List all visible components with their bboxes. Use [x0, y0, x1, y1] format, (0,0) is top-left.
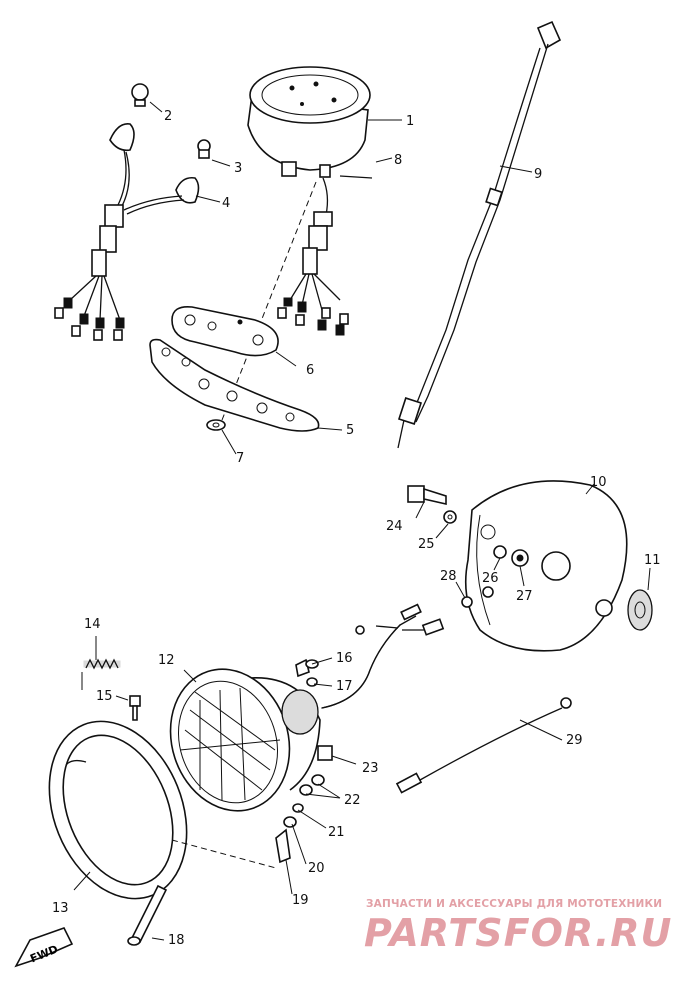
leader-lines [73, 101, 651, 941]
watermark-brand: PARTSFOR.RU [364, 911, 672, 955]
callout-6: 6 [306, 363, 314, 378]
speedometer-cable [397, 20, 562, 449]
cable-29 [395, 697, 572, 794]
callout-14: 14 [84, 617, 101, 632]
rim-screw-18 [127, 884, 168, 946]
grommet-11 [627, 589, 653, 631]
callout-1: 1 [406, 114, 414, 129]
meter-bracket-6 [171, 305, 279, 357]
callout-20: 20 [308, 861, 325, 876]
screw-15 [129, 695, 141, 721]
watermark: ЗАПЧАСТИ И АКСЕССУАРЫ ДЛЯ МОТОТЕХНИКИ PA… [364, 898, 672, 955]
spring-14 [81, 658, 121, 690]
callout-4: 4 [222, 196, 230, 211]
watermark-tagline: ЗАПЧАСТИ И АКСЕССУАРЫ ДЛЯ МОТОТЕХНИКИ [366, 898, 662, 910]
headlight-pigtail [321, 603, 445, 709]
headlight-shell [464, 480, 628, 652]
callout-labels: 1 2 3 4 5 6 7 8 9 10 11 12 13 14 15 16 1… [52, 109, 661, 948]
center-line-2 [171, 839, 277, 869]
callout-18: 18 [168, 933, 185, 948]
fwd-arrow: FWD [14, 927, 74, 968]
callout-8: 8 [394, 153, 402, 168]
callout-22: 22 [344, 793, 361, 808]
callout-9: 9 [534, 167, 542, 182]
indicator-bulbs [131, 83, 211, 159]
callout-19: 19 [292, 893, 309, 908]
speedometer-pigtail [277, 177, 349, 336]
callout-2: 2 [164, 109, 172, 124]
callout-26: 26 [482, 571, 499, 586]
callout-24: 24 [386, 519, 403, 534]
speedometer [247, 66, 371, 178]
callout-10: 10 [590, 475, 607, 490]
callout-15: 15 [96, 689, 113, 704]
adjust-screw-19 [275, 828, 291, 864]
headlight-rim [48, 720, 188, 900]
callout-12: 12 [158, 653, 175, 668]
callout-13: 13 [52, 901, 69, 916]
callout-29: 29 [566, 733, 583, 748]
callout-28: 28 [440, 569, 457, 584]
callout-5: 5 [346, 423, 354, 438]
callout-27: 27 [516, 589, 533, 604]
center-line-1 [221, 181, 317, 421]
callout-17: 17 [336, 679, 353, 694]
headlight-unit [169, 658, 321, 812]
callout-25: 25 [418, 537, 435, 552]
callout-23: 23 [362, 761, 379, 776]
callout-11: 11 [644, 553, 661, 568]
mounting-plate-5 [149, 338, 320, 432]
socket-harness [54, 123, 200, 341]
callout-3: 3 [234, 161, 242, 176]
mount-bolt-24 [407, 485, 447, 506]
callout-7: 7 [236, 451, 244, 466]
washer-7 [206, 419, 226, 431]
wire-band-8 [339, 175, 373, 179]
shell-fittings [443, 510, 529, 608]
callout-16: 16 [336, 651, 353, 666]
headlight-small-parts [283, 659, 333, 828]
callout-21: 21 [328, 825, 345, 840]
